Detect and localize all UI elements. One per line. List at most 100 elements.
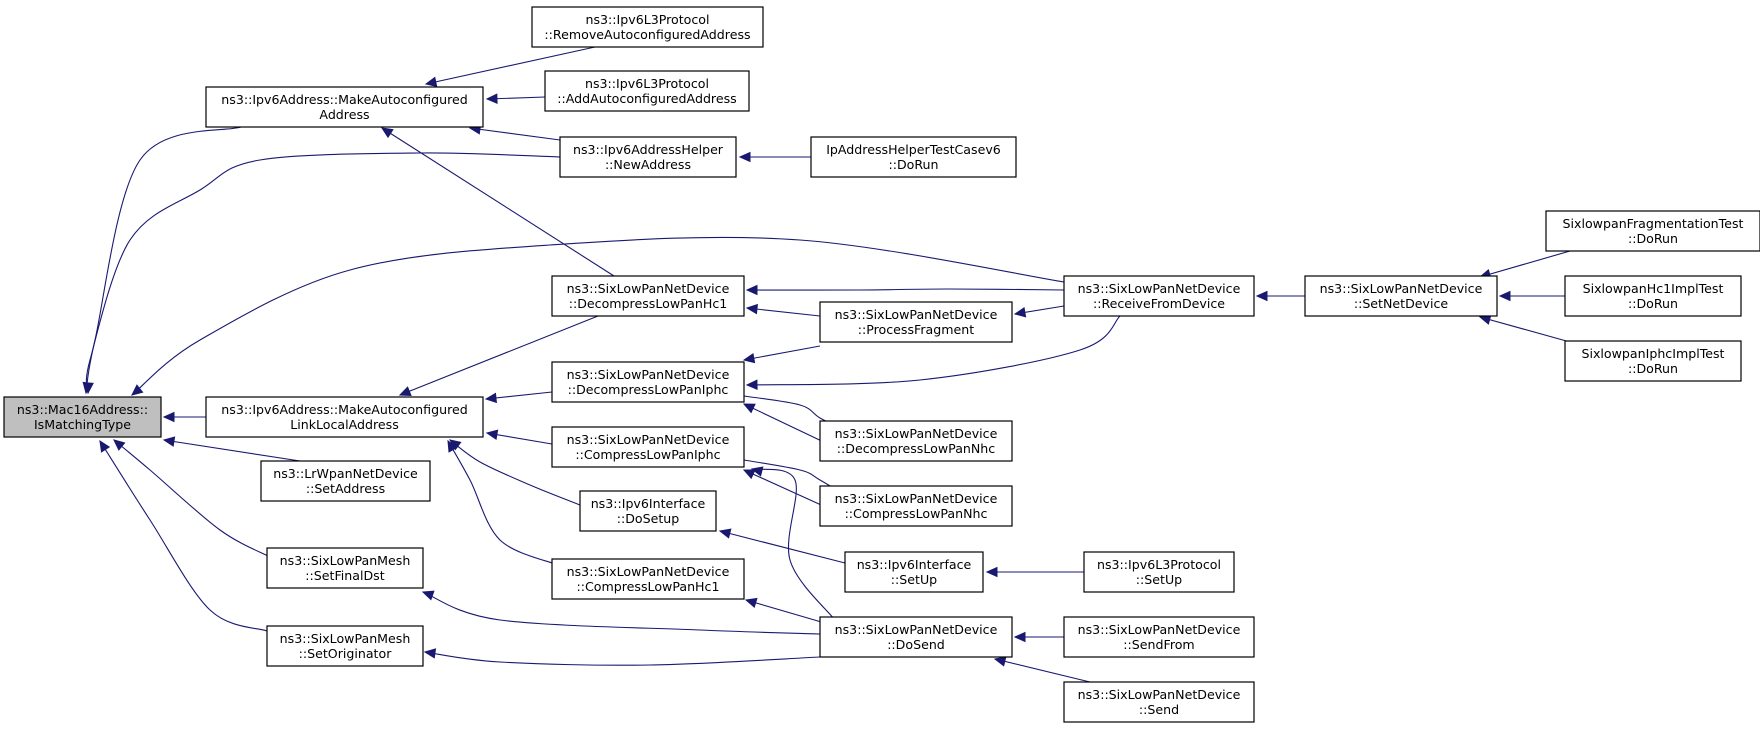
node-l3SetUp[interactable]: ns3::Ipv6L3Protocol::SetUp [1083,551,1235,593]
node-compIphc[interactable]: ns3::SixLowPanNetDevice::CompressLowPanI… [551,426,745,468]
node-removeAuto[interactable]: ns3::Ipv6L3Protocol::RemoveAutoconfigure… [531,6,764,48]
node-procFrag[interactable]: ns3::SixLowPanNetDevice::ProcessFragment [819,301,1013,343]
edge-newAddr-to-root [83,152,561,395]
node-newAddr[interactable]: ns3::Ipv6AddressHelper::NewAddress [559,136,737,178]
arrowhead-icon [985,566,998,578]
edge-line [994,658,1091,683]
edge-l3SetUp-to-setUpIf [985,566,1084,578]
node-label-line: ns3::SixLowPanNetDevice [835,307,998,322]
arrowhead-icon [742,469,756,480]
node-makeAuto[interactable]: ns3::Ipv6Address::MakeAutoconfiguredAddr… [205,86,484,128]
edge-recv-to-decIphc [745,315,1121,390]
node-box [266,547,424,589]
node-box [205,86,484,128]
node-box [1063,275,1255,317]
node-label-line: SixlowpanIphcImplTest [1581,346,1724,361]
node-box [260,460,431,502]
node-makeLL[interactable]: ns3::Ipv6Address::MakeAutoconfiguredLink… [205,396,484,438]
node-box [844,551,984,593]
node-label-line: LinkLocalAddress [290,417,399,432]
node-label-line: ::AddAutoconfiguredAddress [557,91,736,106]
node-label-line: ::CompressLowPanNhc [845,506,988,521]
node-box [551,275,745,317]
node-send[interactable]: ns3::SixLowPanNetDevice::Send [1063,681,1255,723]
graph-nodes: ns3::Mac16Address::IsMatchingTypens3::Ip… [3,6,1760,723]
arrowhead-icon [742,352,756,364]
edge-recv-to-procFrag [1013,305,1065,318]
edge-makeAuto-to-root [82,126,242,395]
edge-line [485,391,553,400]
node-label-line: Address [319,107,369,122]
node-setUpIf[interactable]: ns3::Ipv6Interface::SetUp [844,551,984,593]
node-label-line: ns3::SixLowPanNetDevice [835,426,998,441]
arrowhead-icon [744,597,758,608]
node-setOrig[interactable]: ns3::SixLowPanMesh::SetOriginator [266,625,424,667]
node-setNet[interactable]: ns3::SixLowPanNetDevice::SetNetDevice [1304,275,1498,317]
arrowhead-icon [745,303,758,315]
node-ipTest[interactable]: IpAddressHelperTestCasev6::DoRun [810,136,1017,178]
node-setFinalDst[interactable]: ns3::SixLowPanMesh::SetFinalDst [266,547,424,589]
edge-removeAuto-to-makeAuto [424,46,596,87]
edge-addAuto-to-makeAuto [485,93,546,104]
edge-recv-to-decHc1 [745,284,1065,296]
edge-line [449,439,581,506]
edge-decHc1-to-makeLL [398,315,599,397]
node-box [3,396,162,438]
arrowhead-icon [113,439,126,451]
node-label-line: ::DecompressLowPanNhc [837,441,996,456]
node-label-line: ns3::SixLowPanNetDevice [567,281,730,296]
arrowhead-icon [162,411,175,423]
node-decHc1[interactable]: ns3::SixLowPanNetDevice::DecompressLowPa… [551,275,745,317]
edge-line [469,127,561,141]
node-doSend[interactable]: ns3::SixLowPanNetDevice::DoSend [819,616,1013,658]
node-root[interactable]: ns3::Mac16Address::IsMatchingType [3,396,162,438]
edge-line [447,440,559,566]
node-sendFrom[interactable]: ns3::SixLowPanNetDevice::SendFrom [1063,616,1255,658]
arrowhead-icon [1013,307,1027,318]
node-addAuto[interactable]: ns3::Ipv6L3Protocol::AddAutoconfiguredAd… [544,70,750,112]
node-label-line: ns3::SixLowPanNetDevice [1078,622,1241,637]
node-box [205,396,484,438]
arrowhead-icon [162,436,176,447]
node-compNhc[interactable]: ns3::SixLowPanNetDevice::CompressLowPanN… [819,485,1013,527]
edge-line [425,46,596,85]
arrowhead-icon [745,379,758,390]
node-compHc1[interactable]: ns3::SixLowPanNetDevice::CompressLowPanH… [551,558,745,600]
node-lrwpan[interactable]: ns3::LrWpanNetDevice::SetAddress [260,460,431,502]
node-label-line: ::ProcessFragment [858,322,974,337]
node-label-line: ::SetFinalDst [305,568,384,583]
edge-decHc1-to-makeAuto [380,127,615,277]
node-box [1083,551,1235,593]
edge-iphcTest-to-setNet [1478,314,1571,343]
edge-line [1479,316,1571,343]
node-label-line: SixlowpanFragmentationTest [1563,216,1744,231]
edge-compNhc-to-compIphc [742,469,831,510]
node-decIphc[interactable]: ns3::SixLowPanNetDevice::DecompressLowPa… [551,361,745,403]
node-box [1063,616,1255,658]
node-label-line: ::SetUp [891,572,937,587]
arrowhead-icon [485,429,499,440]
node-label-line: ::SendFrom [1123,637,1194,652]
node-iphcTest[interactable]: SixlowpanIphcImplTest::DoRun [1564,340,1742,382]
edge-line [99,440,268,632]
arrowhead-icon [1013,631,1026,643]
edge-line [746,288,1065,291]
edge-line [381,127,615,277]
node-fragTest[interactable]: SixlowpanFragmentationTest::DoRun [1545,210,1760,252]
node-label-line: IpAddressHelperTestCasev6 [826,142,1001,157]
node-label-line: ::DecompressLowPanIphc [568,382,729,397]
edge-line [131,236,1065,396]
edge-line [486,432,553,445]
edge-lrwpan-to-root [162,436,301,462]
node-doSetup[interactable]: ns3::Ipv6Interface::DoSetup [579,490,717,532]
node-label-line: ns3::SixLowPanMesh [280,553,411,568]
edge-setFinalDst-to-root [113,439,271,558]
edge-compIphc-to-makeLL [485,429,553,445]
node-hc1Test[interactable]: SixlowpanHc1ImplTest::DoRun [1564,275,1742,317]
arrowhead-icon [99,439,111,453]
node-recv[interactable]: ns3::SixLowPanNetDevice::ReceiveFromDevi… [1063,275,1255,317]
edge-setUpIf-to-doSetup [718,528,846,564]
edge-compHc1-to-makeLL [447,439,559,566]
node-decNhc[interactable]: ns3::SixLowPanNetDevice::DecompressLowPa… [819,420,1013,462]
